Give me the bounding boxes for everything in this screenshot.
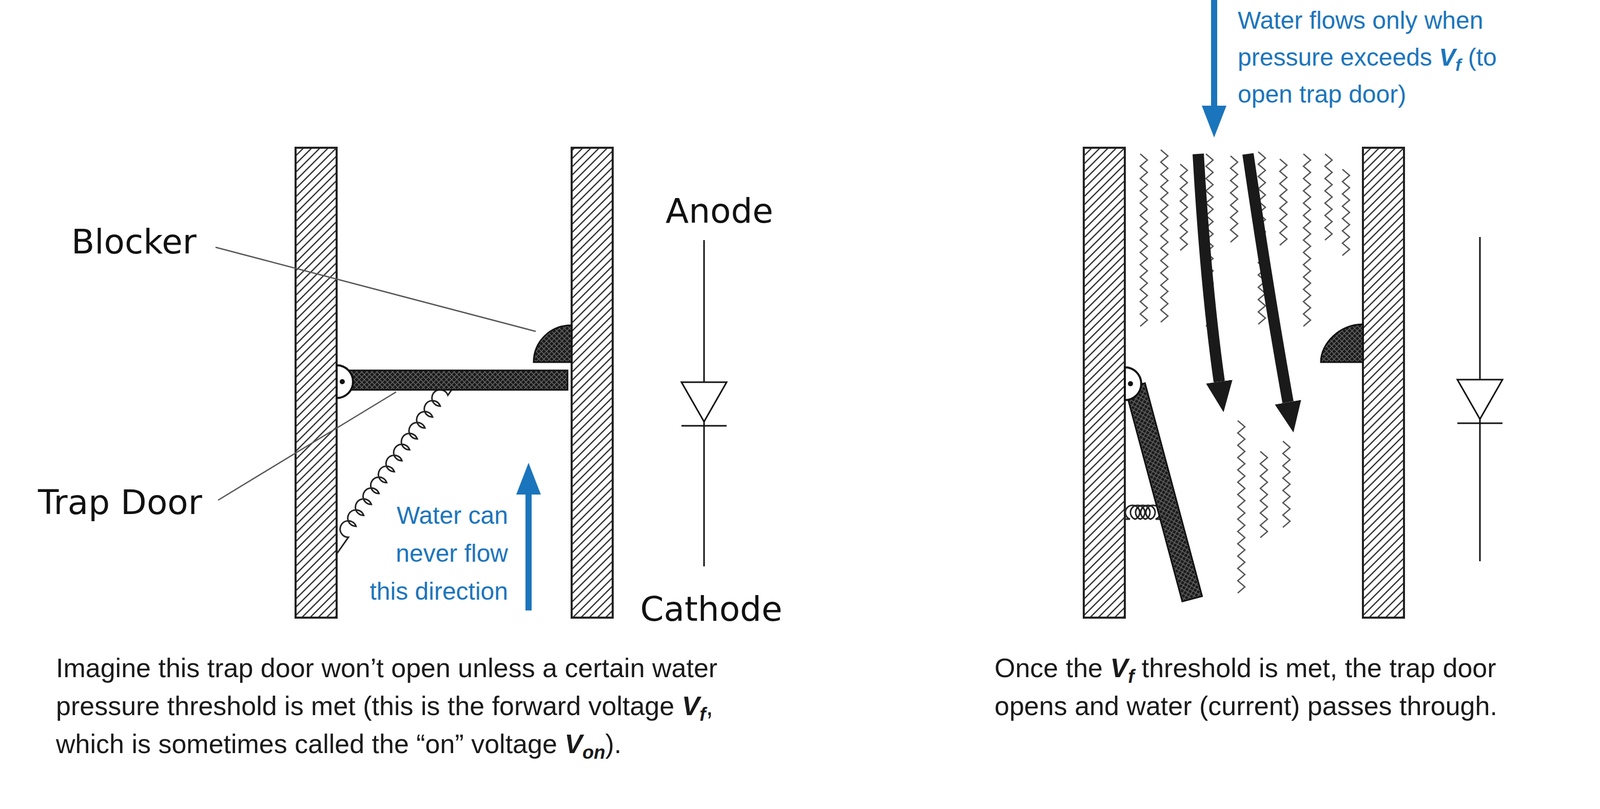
hinge-pin [339, 379, 345, 385]
subscript: f [1127, 666, 1135, 688]
flow-arrowhead [1201, 105, 1227, 138]
subscript: on [582, 742, 606, 764]
caption-text: Once the Vf threshold is met, the trap d… [994, 649, 1539, 726]
terminal-label: Anode [665, 190, 774, 232]
subscript: f [1455, 55, 1461, 75]
blocker-shape [1320, 324, 1363, 363]
symbol-letter: V [564, 729, 583, 759]
trap-door [346, 370, 568, 390]
pipe-wall [1362, 147, 1404, 618]
blocker-shape [533, 325, 572, 363]
pipe-wall [571, 147, 613, 618]
symbol-letter: V [1438, 43, 1456, 71]
flow-arrowhead [516, 462, 541, 495]
hinge [1124, 367, 1142, 401]
part-label: Trap Door [37, 482, 203, 523]
flow-note: Water can never flow this direction [359, 496, 509, 611]
water-squiggle [1324, 153, 1333, 241]
water-squiggle [1230, 155, 1238, 243]
flow-arrow [1211, 0, 1218, 109]
water-squiggle [1282, 441, 1291, 528]
trap-door [1125, 383, 1203, 602]
hinge [336, 365, 354, 399]
diode-bar [681, 425, 727, 427]
leader-line [218, 392, 397, 501]
part-label: Blocker [71, 221, 197, 263]
water-squiggle [1180, 164, 1188, 251]
pipe-wall [295, 147, 337, 618]
water-squiggle [1260, 451, 1268, 538]
subscript: f [699, 704, 706, 726]
diode-symbol [681, 382, 727, 422]
diode-bar [1457, 422, 1503, 425]
diode-symbol [1457, 379, 1503, 420]
water-squiggle [1279, 159, 1287, 246]
water-squiggle [1342, 169, 1350, 256]
water-squiggle [1160, 149, 1168, 323]
symbol-letter: V [1109, 653, 1128, 684]
caption-text: Imagine this trap door won’t open unless… [55, 649, 765, 764]
terminal-label: Cathode [639, 589, 783, 630]
water-squiggle [1237, 420, 1245, 594]
pipe-wall [1083, 147, 1125, 618]
flow-arrow [525, 491, 532, 611]
water-flow-arrow [1247, 153, 1289, 403]
left-panel [215, 147, 727, 618]
symbol-letter: V [681, 691, 700, 721]
hinge-pin [1127, 381, 1134, 387]
flow-note: Water flows only when pressure exceeds V… [1237, 2, 1526, 113]
water-flow-arrow [1198, 153, 1220, 382]
leader-line [215, 247, 536, 332]
water-squiggle [1140, 153, 1148, 327]
water-squiggle [1303, 153, 1311, 327]
